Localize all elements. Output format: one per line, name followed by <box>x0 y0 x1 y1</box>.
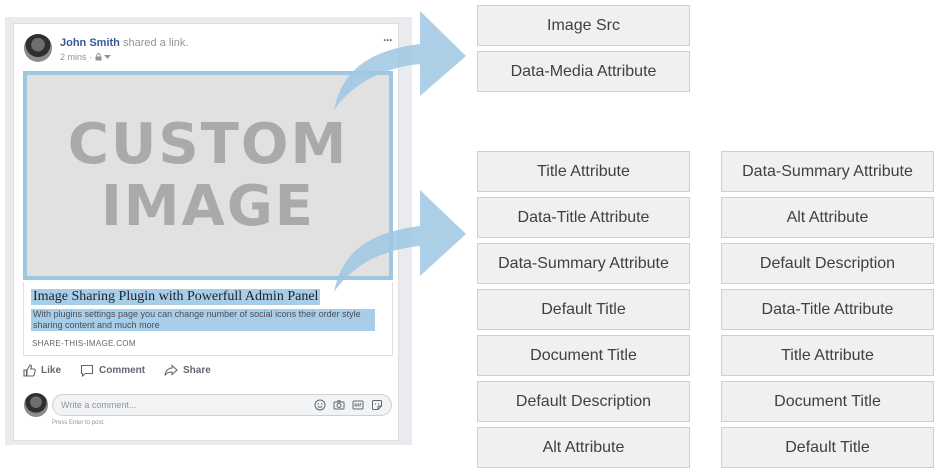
text-source-box: Default Description <box>477 381 690 422</box>
text-source-box: Alt Attribute <box>721 197 934 238</box>
text-source-box: Data-Summary Attribute <box>477 243 690 284</box>
post-timestamp: 2 mins · <box>60 52 112 62</box>
camera-icon[interactable] <box>333 399 345 411</box>
like-button[interactable]: Like <box>23 364 61 377</box>
share-button[interactable]: Share <box>164 364 211 377</box>
time-text[interactable]: 2 mins · <box>60 52 93 62</box>
comment-icon <box>80 364 94 377</box>
text-source-box: Document Title <box>721 381 934 422</box>
text-source-box: Document Title <box>477 335 690 376</box>
chevron-down-icon[interactable] <box>104 52 112 62</box>
text-source-box: Default Description <box>721 243 934 284</box>
post-action-text: shared a link. <box>122 37 189 49</box>
image-source-box: Image Src <box>477 5 690 46</box>
share-icon <box>164 364 178 377</box>
share-label: Share <box>183 365 211 376</box>
comment-button[interactable]: Comment <box>80 364 145 377</box>
emoji-icon[interactable] <box>314 399 326 411</box>
lock-icon <box>95 52 105 62</box>
author-avatar[interactable] <box>24 34 52 62</box>
sticker-icon[interactable] <box>371 399 383 411</box>
link-preview-box[interactable] <box>23 282 393 356</box>
custom-image-text-line-1: CUSTOM <box>67 111 349 177</box>
text-source-box: Data-Title Attribute <box>721 289 934 330</box>
text-source-box: Alt Attribute <box>477 427 690 468</box>
comment-label: Comment <box>99 365 146 376</box>
like-label: Like <box>41 365 62 376</box>
like-icon <box>23 364 36 377</box>
custom-image-text-line-2: IMAGE <box>100 173 316 239</box>
more-options-button[interactable]: ··· <box>383 33 393 47</box>
image-source-box: Data-Media Attribute <box>477 51 690 92</box>
comment-placeholder: Write a comment... <box>61 400 137 410</box>
press-enter-hint: Press Enter to post. <box>52 420 105 426</box>
text-source-box: Data-Summary Attribute <box>721 151 934 192</box>
link-description: With plugins settings page you can chang… <box>31 309 375 331</box>
text-source-box: Data-Title Attribute <box>477 197 690 238</box>
comment-input[interactable]: Write a comment... <box>52 394 392 416</box>
link-title[interactable]: Image Sharing Plugin with Powerfull Admi… <box>31 289 321 305</box>
text-source-box: Title Attribute <box>721 335 934 376</box>
link-domain: SHARE-THIS-IMAGE.COM <box>32 339 136 348</box>
text-source-box: Title Attribute <box>477 151 690 192</box>
text-source-box: Default Title <box>721 427 934 468</box>
post-header: John Smith shared a link. <box>60 37 188 49</box>
custom-image[interactable]: CUSTOM IMAGE <box>23 71 393 280</box>
author-name[interactable]: John Smith <box>60 37 120 49</box>
text-source-box: Default Title <box>477 289 690 330</box>
gif-icon[interactable] <box>352 399 364 411</box>
commenter-avatar <box>24 393 48 417</box>
